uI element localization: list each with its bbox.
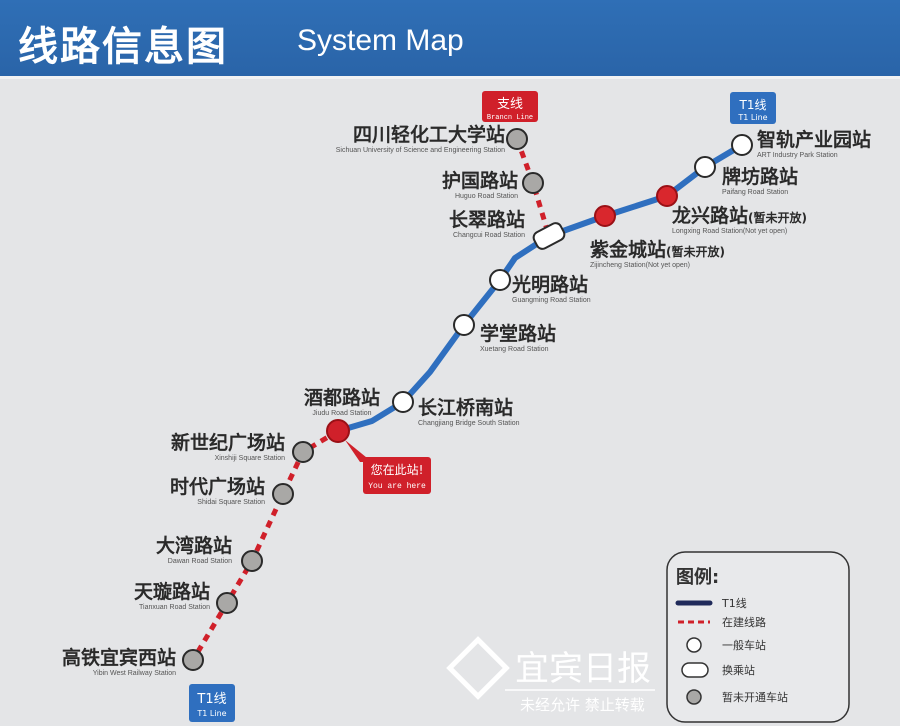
- station-name-en: Changcui Road Station: [453, 232, 525, 239]
- station-name-zh: 学堂路站: [480, 322, 556, 345]
- station-name-en: Yibin West Railway Station: [93, 670, 176, 677]
- legend-pill-icon: [681, 662, 709, 678]
- you-are-here-zh: 您在此站!: [371, 462, 424, 477]
- station-name-en: Paifang Road Station: [722, 189, 788, 196]
- station-marker-general[interactable]: [731, 134, 753, 156]
- station-name-zh: 长翠路站: [449, 208, 525, 231]
- t1-top-en: T1 Line: [737, 113, 767, 122]
- station-marker-unopened[interactable]: [241, 550, 263, 572]
- station-name-en: Dawan Road Station: [168, 558, 232, 565]
- station-marker-unopened[interactable]: [522, 172, 544, 194]
- legend-gray-circle-icon: [686, 689, 702, 705]
- station-name-en: Shidai Square Station: [197, 499, 265, 506]
- station-name-en: Xinshiji Square Station: [215, 455, 286, 462]
- station-name-zh: 大湾路站: [156, 534, 232, 557]
- legend: 图例: T1线 在建线路 一般车站 换乘站 暂未开通车站: [666, 551, 850, 723]
- t1-bottom-en: T1 Line: [196, 709, 226, 718]
- station-name-zh: 四川轻化工大学站: [353, 123, 505, 146]
- you-are-here-callout: 您在此站! You are here: [345, 440, 431, 494]
- station-marker-general[interactable]: [392, 391, 414, 413]
- station-name-en: Tianxuan Road Station: [139, 604, 210, 611]
- station-name-zh: 光明路站: [511, 273, 588, 296]
- header-banner: 线路信息图 System Map: [0, 0, 900, 79]
- station-marker-not-open[interactable]: [594, 205, 616, 227]
- station-name-zh: 时代广场站: [170, 475, 265, 498]
- t1-line-badge-bottom: T1线 T1 Line: [189, 684, 235, 722]
- station-name-en: ART Industry Park Station: [757, 152, 838, 159]
- t1-top-zh: T1线: [739, 98, 767, 112]
- title-zh: 线路信息图: [18, 24, 228, 70]
- station-name-en: Huguo Road Station: [455, 193, 518, 200]
- station-name-en: Zijincheng Station(Not yet open): [590, 262, 690, 269]
- legend-item-label: 一般车站: [722, 638, 766, 652]
- legend-item-label: 暂未开通车站: [722, 690, 788, 704]
- t1-bottom-zh: T1线: [196, 692, 226, 707]
- station-name-zh: 高铁宜宾西站: [62, 646, 176, 669]
- station-name-en: Xuetang Road Station: [480, 346, 549, 353]
- station-name-en: Jiudu Road Station: [312, 410, 371, 417]
- title-en: System Map: [297, 24, 464, 57]
- station-marker-unopened[interactable]: [216, 592, 238, 614]
- branch-badge-zh: 支线: [497, 97, 523, 112]
- station-note: (暂未开放): [748, 210, 807, 225]
- station-marker-unopened[interactable]: [182, 649, 204, 671]
- station-marker-interchange[interactable]: [532, 221, 567, 251]
- construction-line-south: [190, 428, 340, 662]
- station-marker-general[interactable]: [489, 269, 511, 291]
- station-name-zh: 长江桥南站: [418, 396, 513, 419]
- legend-item-label: 换乘站: [722, 663, 755, 677]
- station-name-zh: 护国路站: [442, 169, 518, 192]
- legend-title: 图例:: [676, 566, 719, 588]
- station-name-zh: 天璇路站: [134, 580, 210, 603]
- legend-item-label: T1线: [721, 596, 747, 610]
- station-name-zh: 智轨产业园站: [757, 128, 871, 151]
- you-are-here-en: You are here: [368, 482, 426, 491]
- station-name-zh: 酒都路站: [304, 386, 380, 409]
- station-name-zh: 新世纪广场站: [171, 431, 285, 454]
- station-name-en: Sichuan University of Science and Engine…: [336, 147, 505, 154]
- station-marker-general[interactable]: [694, 156, 716, 178]
- legend-item-label: 在建线路: [722, 615, 766, 629]
- station-name-en: Longxing Road Station(Not yet open): [672, 228, 787, 235]
- t1-line-badge-top: T1线 T1 Line: [730, 92, 776, 124]
- construction-line-branch: [514, 138, 552, 237]
- watermark-name: 宜宾日报: [515, 649, 651, 689]
- station-marker-unopened[interactable]: [272, 483, 294, 505]
- branch-badge-en: Brancn Line: [487, 114, 533, 122]
- station-marker-current[interactable]: [326, 419, 350, 443]
- watermark-notice: 未经允许 禁止转载: [520, 696, 645, 714]
- station-name-zh: 牌坊路站: [722, 165, 798, 188]
- station-name-en: Changjiang Bridge South Station: [418, 420, 520, 427]
- station-name-en: Guangming Road Station: [512, 297, 591, 304]
- station-name-zh: 龙兴路站(暂未开放): [672, 204, 807, 227]
- station-marker-unopened[interactable]: [292, 441, 314, 463]
- station-note: (暂未开放): [666, 244, 725, 259]
- station-marker-unopened[interactable]: [506, 128, 528, 150]
- branch-line-badge: 支线 Brancn Line: [482, 91, 538, 122]
- station-name-zh: 紫金城站(暂未开放): [590, 238, 725, 261]
- legend-white-circle-icon: [686, 637, 702, 653]
- station-marker-not-open[interactable]: [656, 185, 678, 207]
- station-marker-general[interactable]: [453, 314, 475, 336]
- watermark-logo: 宜宾日报 未经允许 禁止转载: [446, 636, 655, 714]
